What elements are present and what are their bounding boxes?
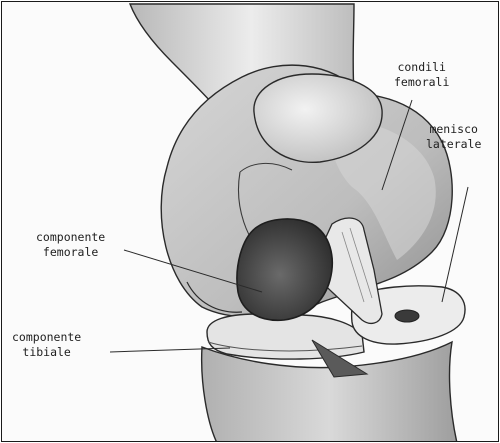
label-femoral-condyles-line2: femorali bbox=[394, 75, 449, 90]
label-femoral-component: componente femorale bbox=[36, 230, 105, 260]
label-tibial-component: componente tibiale bbox=[12, 330, 81, 360]
femoral-component bbox=[237, 219, 332, 320]
label-lateral-meniscus-line2: laterale bbox=[426, 137, 481, 152]
label-femoral-component-line2: femorale bbox=[36, 245, 105, 260]
label-lateral-meniscus: menisco laterale bbox=[426, 122, 481, 152]
label-tibial-component-line1: componente bbox=[12, 330, 81, 345]
label-femoral-condyles: condili femorali bbox=[394, 60, 449, 90]
label-femoral-condyles-line1: condili bbox=[394, 60, 449, 75]
label-tibial-component-line2: tibiale bbox=[12, 345, 81, 360]
label-lateral-meniscus-line1: menisco bbox=[426, 122, 481, 137]
tibial-component bbox=[207, 314, 364, 359]
label-femoral-component-line1: componente bbox=[36, 230, 105, 245]
